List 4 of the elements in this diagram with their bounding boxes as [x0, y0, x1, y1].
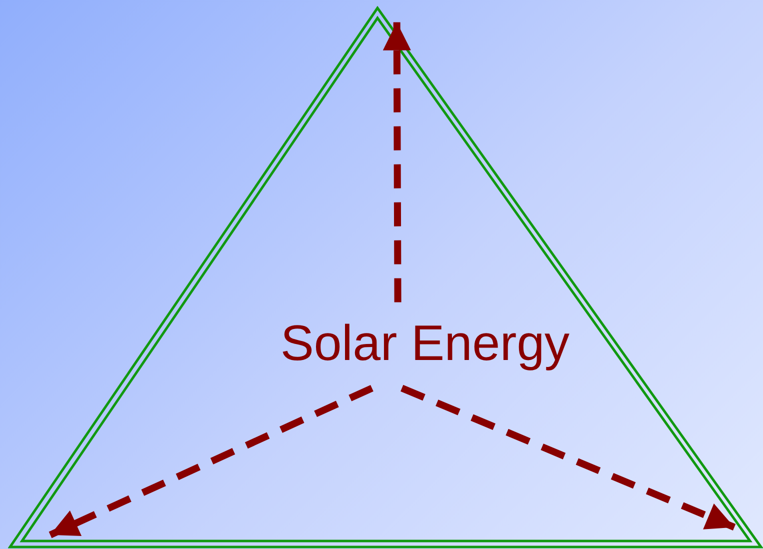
title-text: Solar Energy [279, 314, 571, 373]
arrow [400, 384, 736, 530]
arrow [48, 384, 374, 538]
arrow [382, 22, 411, 302]
